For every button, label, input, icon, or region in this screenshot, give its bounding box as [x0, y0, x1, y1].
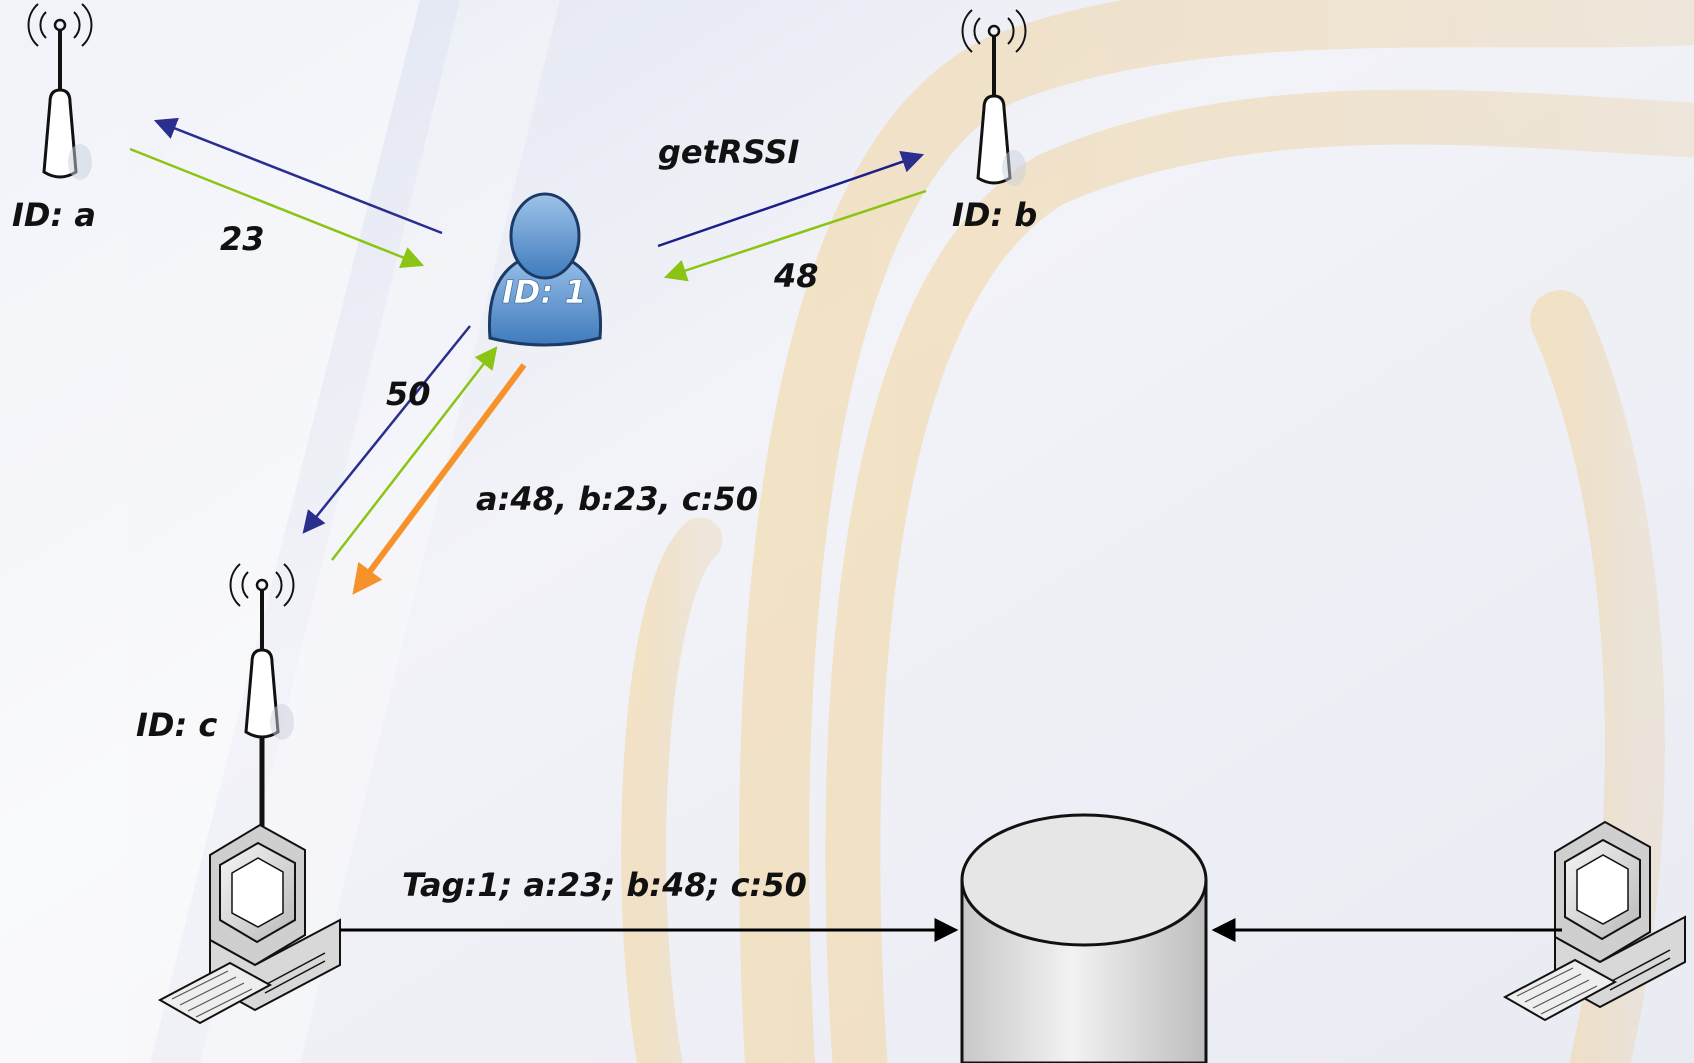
arrow-user-to-b-request — [657, 150, 925, 248]
antenna-b-label: ID: b — [952, 196, 1037, 234]
arrow-user-report-to-c — [352, 363, 527, 595]
database-icon — [960, 813, 1208, 1063]
rssi-c-label: 50 — [386, 375, 431, 413]
arrow-b-to-user-response — [663, 189, 927, 282]
arrow-a-to-user-response — [129, 147, 425, 268]
background-swooshes — [621, 0, 1694, 1063]
report-to-db-label: Tag:1; a:23; b:48; c:50 — [402, 866, 807, 904]
antenna-a-label: ID: a — [12, 196, 96, 234]
arrow-user-to-c-request — [302, 325, 471, 534]
user-label: ID: 1 — [502, 273, 587, 311]
arrow-c-to-user-response — [331, 346, 498, 561]
rssi-a-label: 23 — [220, 220, 265, 258]
report-to-c-label: a:48, b:23, c:50 — [476, 480, 758, 518]
user-icon — [487, 192, 603, 347]
background-sheen — [0, 0, 560, 1063]
antenna-c-label: ID: c — [136, 706, 217, 744]
request-label: getRSSI — [658, 133, 800, 171]
rssi-b-label: 48 — [773, 257, 819, 295]
arrow-user-to-a-request — [153, 117, 443, 235]
